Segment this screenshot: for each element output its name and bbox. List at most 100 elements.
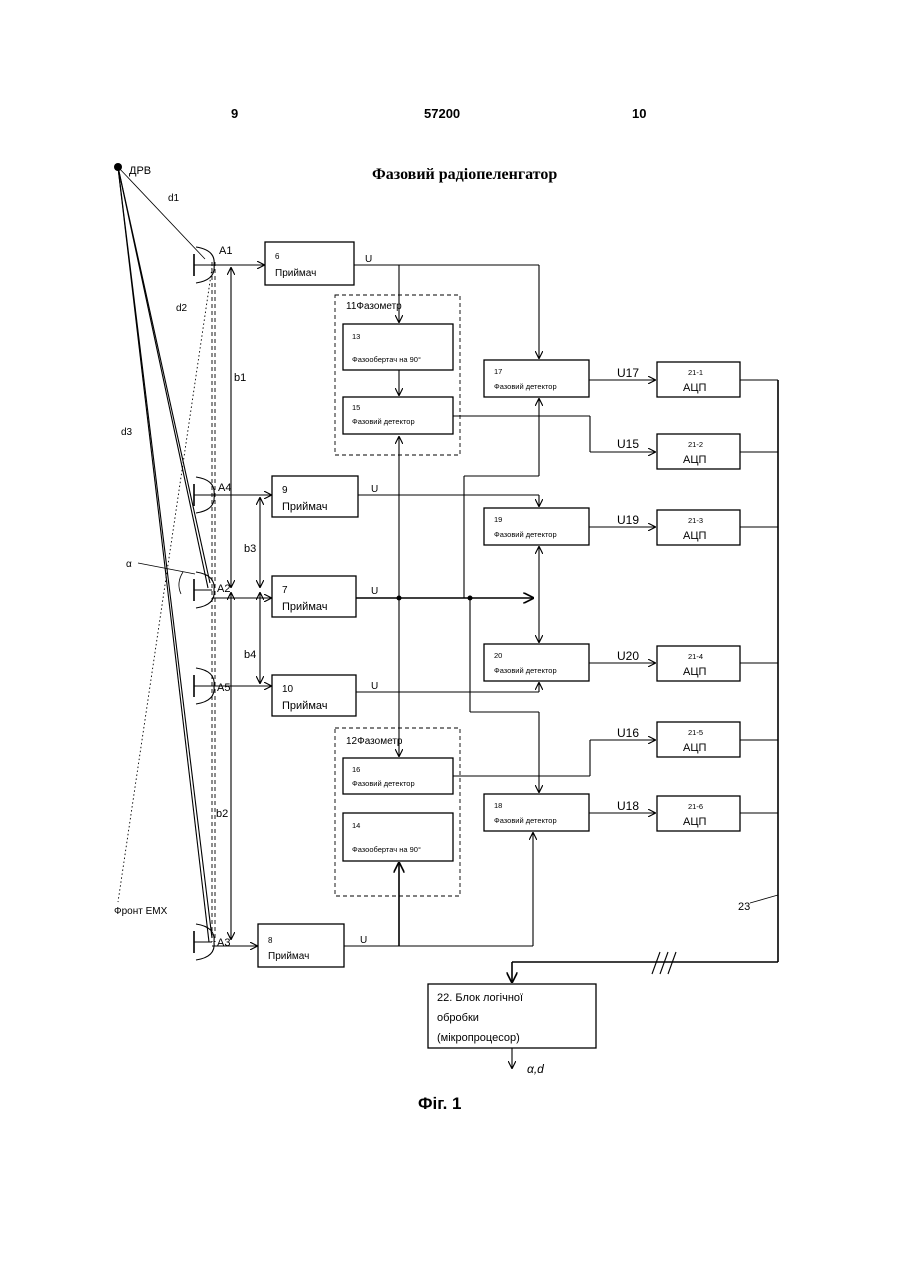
svg-text:20: 20: [494, 651, 502, 660]
svg-text:обробки: обробки: [437, 1012, 479, 1024]
ray-d2b: [118, 167, 208, 588]
svg-text:Приймач: Приймач: [282, 601, 327, 613]
svg-text:6: 6: [275, 252, 280, 261]
b4-label: b4: [244, 649, 256, 661]
antenna-a5-label: A5: [217, 682, 230, 694]
b2-label: b2: [216, 808, 228, 820]
u20-label: U20: [617, 649, 639, 663]
receiver-10: 10 Приймач: [272, 675, 356, 716]
u-label-r7: U: [371, 586, 378, 597]
svg-text:АЦП: АЦП: [683, 816, 706, 828]
u16-label: U16: [617, 726, 639, 740]
svg-text:15: 15: [352, 403, 360, 412]
svg-text:Фазообертач на 90°: Фазообертач на 90°: [352, 355, 421, 364]
adc-21-5: 21-5 АЦП: [657, 722, 740, 757]
u-label-r8: U: [360, 935, 367, 946]
phase-detector-19: 19 Фазовий детектор: [484, 508, 589, 545]
ray-d3b: [118, 167, 209, 942]
svg-text:21-2: 21-2: [688, 440, 703, 449]
ray-d1: [118, 167, 205, 259]
svg-text:19: 19: [494, 515, 502, 524]
svg-text:16: 16: [352, 765, 360, 774]
angle-label: α: [126, 559, 132, 570]
antenna-a2-icon: [194, 572, 214, 608]
receiver-6: 6 Приймач: [265, 242, 354, 285]
svg-text:Приймач: Приймач: [282, 501, 327, 513]
svg-text:Приймач: Приймач: [268, 951, 309, 962]
svg-text:Приймач: Приймач: [282, 700, 327, 712]
adc-21-6: 21-6 АЦП: [657, 796, 740, 831]
svg-text:18: 18: [494, 801, 502, 810]
svg-text:АЦП: АЦП: [683, 530, 706, 542]
bus-label: 23: [738, 901, 750, 913]
svg-text:21-3: 21-3: [688, 516, 703, 525]
output-label: α,d: [527, 1062, 544, 1076]
svg-text:Фазовий детектор: Фазовий детектор: [494, 382, 557, 391]
u-label-r6: U: [365, 254, 372, 265]
antenna-a4-label: A4: [218, 482, 231, 494]
u-label-r9: U: [371, 484, 378, 495]
svg-text:Фазовий детектор: Фазовий детектор: [494, 666, 557, 675]
svg-text:АЦП: АЦП: [683, 382, 706, 394]
b3-label: b3: [244, 543, 256, 555]
angle-arc: [179, 572, 183, 594]
receiver-9: 9 Приймач: [272, 476, 358, 517]
antenna-a3-label: A3: [217, 937, 230, 949]
adc-21-3: 21-3 АЦП: [657, 510, 740, 545]
svg-text:22. Блок логічної: 22. Блок логічної: [437, 992, 523, 1004]
u18-label: U18: [617, 799, 639, 813]
phasemeter-11-label: 11Фазометр: [346, 301, 402, 312]
receiver-8: 8 Приймач: [258, 924, 344, 967]
adc-21-4: 21-4 АЦП: [657, 646, 740, 681]
phasemeter-12-label: 12Фазометр: [346, 736, 403, 747]
svg-text:21-6: 21-6: [688, 802, 703, 811]
adc-21-2: 21-2 АЦП: [657, 434, 740, 469]
svg-text:Фазообертач на 90°: Фазообертач на 90°: [352, 845, 421, 854]
antenna-a1-icon: [194, 247, 214, 283]
svg-text:АЦП: АЦП: [683, 454, 706, 466]
phase-detector-16: 16 Фазовий детектор: [343, 758, 453, 794]
antenna-a2-label: A2: [217, 583, 230, 595]
svg-text:9: 9: [282, 485, 288, 496]
svg-text:АЦП: АЦП: [683, 742, 706, 754]
svg-text:(мікропроцесор): (мікропроцесор): [437, 1032, 520, 1044]
b1-label: b1: [234, 372, 246, 384]
phase-detector-15: 15 Фазовий детектор: [343, 397, 453, 434]
svg-text:17: 17: [494, 367, 502, 376]
svg-text:21-5: 21-5: [688, 728, 703, 737]
rays: [118, 167, 212, 942]
svg-text:Фазовий детектор: Фазовий детектор: [494, 530, 557, 539]
svg-text:Фазовий детектор: Фазовий детектор: [352, 779, 415, 788]
phasemeter-12-frame: [335, 728, 460, 896]
antenna-a1-label: A1: [219, 245, 232, 257]
u19-label: U19: [617, 513, 639, 527]
svg-text:13: 13: [352, 332, 360, 341]
d2-label: d2: [176, 303, 188, 314]
svg-text:14: 14: [352, 821, 360, 830]
svg-text:21-4: 21-4: [688, 652, 703, 661]
svg-text:21-1: 21-1: [688, 368, 703, 377]
svg-text:7: 7: [282, 585, 288, 596]
u17-label: U17: [617, 366, 639, 380]
wave-front-label: Фронт ЕМХ: [114, 906, 168, 917]
phase-detector-20: 20 Фазовий детектор: [484, 644, 589, 681]
u15-label: U15: [617, 437, 639, 451]
phase-detector-17: 17 Фазовий детектор: [484, 360, 589, 397]
receiver-7: 7 Приймач: [272, 576, 356, 617]
source-label: ДРВ: [129, 165, 151, 177]
svg-text:АЦП: АЦП: [683, 666, 706, 678]
wave-front-line: [118, 268, 212, 902]
svg-text:Фазовий детектор: Фазовий детектор: [494, 816, 557, 825]
svg-text:10: 10: [282, 684, 294, 695]
phase-shifter-14: 14 Фазообертач на 90°: [343, 813, 453, 861]
svg-text:8: 8: [268, 936, 273, 945]
u-label-r10: U: [371, 681, 378, 692]
antenna-a5-icon: [194, 668, 214, 704]
antenna-a4-icon: [194, 477, 214, 513]
d3-label: d3: [121, 427, 133, 438]
logic-block-22: 22. Блок логічної обробки (мікропроцесор…: [428, 984, 596, 1048]
svg-text:Фазовий детектор: Фазовий детектор: [352, 417, 415, 426]
d1-label: d1: [168, 193, 180, 204]
svg-text:Приймач: Приймач: [275, 268, 316, 279]
